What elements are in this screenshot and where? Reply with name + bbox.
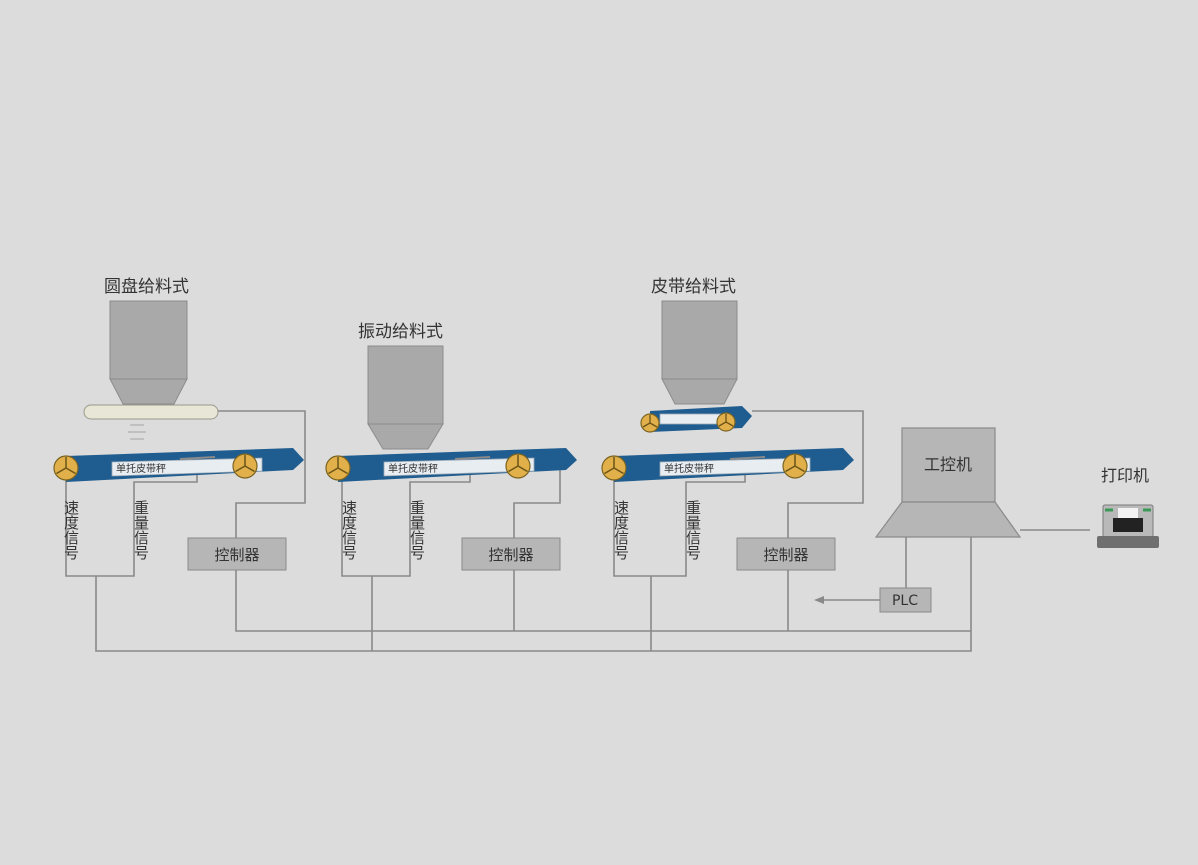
conveyor-2: 单托皮带秤: [325, 448, 577, 482]
speed-signal-label-1: 速度信号: [62, 500, 80, 561]
controller-label-2: 控制器: [488, 546, 533, 564]
weight-signal-label-3: 重量信号: [684, 500, 702, 561]
belt-scale-label-2: 单托皮带秤: [388, 462, 438, 475]
plc-unit: PLC: [814, 587, 932, 613]
conveyor-3: 单托皮带秤: [601, 448, 854, 482]
industrial-pc: 工控机: [874, 427, 1022, 538]
industrial-pc-label: 工控机: [924, 455, 972, 474]
roller-icon: [53, 455, 79, 481]
controller-3: 控制器: [736, 537, 836, 571]
speed-signal-label-3: 速度信号: [612, 500, 630, 561]
roller-icon: [782, 453, 808, 479]
weight-signal-label-1: 重量信号: [132, 500, 150, 561]
roller-icon: [601, 455, 627, 481]
controller-1: 控制器: [187, 537, 287, 571]
roller-icon: [505, 453, 531, 479]
station-vibrating-feeder: 振动给料式 单托皮带秤 速度信号 重量信号 控制器: [325, 322, 577, 577]
controller-2: 控制器: [461, 537, 561, 571]
belt-scale-label-3: 单托皮带秤: [664, 462, 714, 475]
hopper-3: [661, 300, 738, 405]
station-disc-feeder: 圆盘给料式 单托皮带秤 速度信号 重量信号 控制器: [53, 277, 306, 577]
roller-icon: [325, 455, 351, 481]
wiring-2: [341, 462, 561, 577]
feeder-belt: [640, 406, 752, 433]
weight-signal-label-2: 重量信号: [408, 500, 426, 561]
plc-output-arrow: [814, 596, 880, 604]
material-stream-1: [128, 424, 146, 440]
station-belt-feeder: 皮带给料式 单托皮带秤 速度信号 重量信号 控制器: [601, 277, 864, 577]
bus-lines: [95, 537, 972, 652]
conveyor-1: 单托皮带秤: [53, 448, 304, 482]
pc-wiring: [905, 529, 1090, 588]
plc-label: PLC: [892, 593, 918, 609]
speed-signal-label-2: 速度信号: [340, 500, 358, 561]
feeder-vibrating-label: 振动给料式: [358, 322, 443, 342]
feeder-belt-label: 皮带给料式: [651, 277, 736, 297]
roller-icon: [232, 453, 258, 479]
hopper-2: [367, 345, 444, 450]
wiring-3: [613, 410, 864, 577]
belt-scale-label-1: 单托皮带秤: [116, 462, 166, 475]
feeder-disc-label: 圆盘给料式: [104, 277, 189, 297]
printer: 打印机: [1097, 466, 1159, 548]
printer-icon: [1097, 504, 1159, 548]
printer-label: 打印机: [1101, 466, 1149, 485]
feeder-disc: [83, 404, 219, 420]
controller-label-1: 控制器: [214, 546, 259, 564]
wiring-1: [65, 410, 306, 577]
roller-icon: [716, 412, 736, 432]
controller-label-3: 控制器: [763, 546, 808, 564]
roller-icon: [640, 413, 660, 433]
hopper-1: [109, 300, 188, 405]
